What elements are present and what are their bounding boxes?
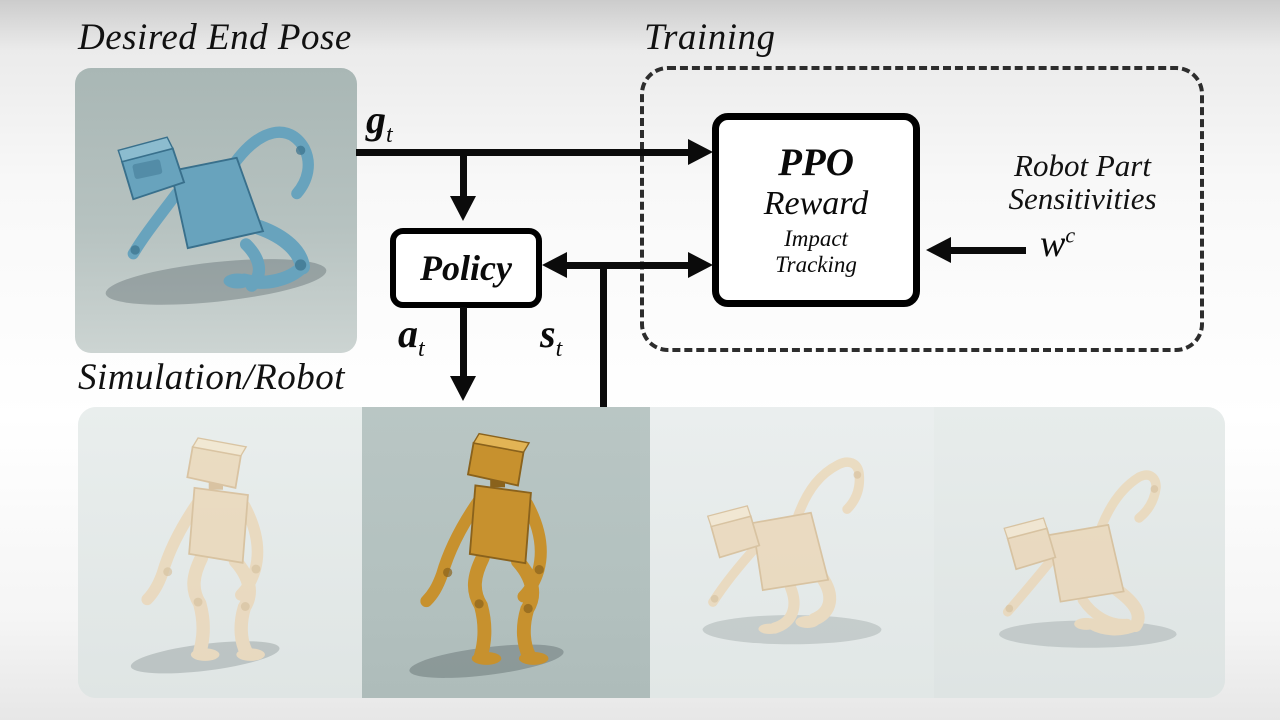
state-label: st [540, 311, 563, 362]
goal-policy-branch-head [450, 196, 476, 221]
action-arrow-shaft [460, 307, 467, 377]
robot-figure-frame-current [394, 413, 616, 693]
sensitivities-line1: Robot Part [1014, 148, 1151, 183]
training-dashed-box [640, 66, 1204, 352]
sensitivity-arrow-head [926, 237, 951, 263]
state-arrow-head-policy [542, 252, 567, 278]
robot-figure-desired-pose [75, 68, 357, 353]
policy-box: Policy [390, 228, 542, 308]
robot-figure-frame-3 [658, 425, 926, 683]
sim-frame-3 [650, 407, 934, 698]
state-arrow-shaft [565, 262, 690, 269]
action-label: at [398, 311, 425, 362]
desired-pose-image [75, 68, 357, 353]
sensitivity-arrow-shaft [950, 247, 1026, 254]
robot-figure-frame-1 [116, 417, 330, 689]
sim-frame-1 [78, 407, 362, 698]
goal-policy-branch-shaft [460, 149, 467, 197]
simulation-robot-title: Simulation/Robot [78, 357, 345, 398]
goal-state-label: gt [366, 97, 393, 148]
action-arrow-head [450, 376, 476, 401]
goal-arrow-shaft [356, 149, 690, 156]
ppo-box-title: PPO [778, 140, 854, 184]
goal-arrow-head [688, 139, 713, 165]
state-arrow-head-ppo [688, 252, 713, 278]
robot-figure-frame-4 [944, 431, 1218, 687]
sensitivity-weights-label: wc [1040, 222, 1076, 265]
ppo-box-impact-label: Impact [784, 225, 848, 251]
sim-frame-current [362, 407, 650, 698]
robot-part-sensitivities-label: Robot Part Sensitivities [955, 149, 1210, 215]
desired-end-pose-title: Desired End Pose [78, 17, 352, 58]
training-title: Training [644, 17, 776, 58]
ppo-box-reward-label: Reward [763, 185, 869, 223]
policy-box-title: Policy [420, 248, 512, 288]
sensitivities-line2: Sensitivities [1008, 181, 1157, 217]
ppo-box-tracking-label: Tracking [775, 251, 857, 277]
ppo-box: PPO Reward Impact Tracking [712, 113, 920, 307]
state-feedback-line [600, 265, 607, 409]
sim-frame-4 [934, 407, 1225, 698]
simulation-strip [78, 407, 1225, 698]
